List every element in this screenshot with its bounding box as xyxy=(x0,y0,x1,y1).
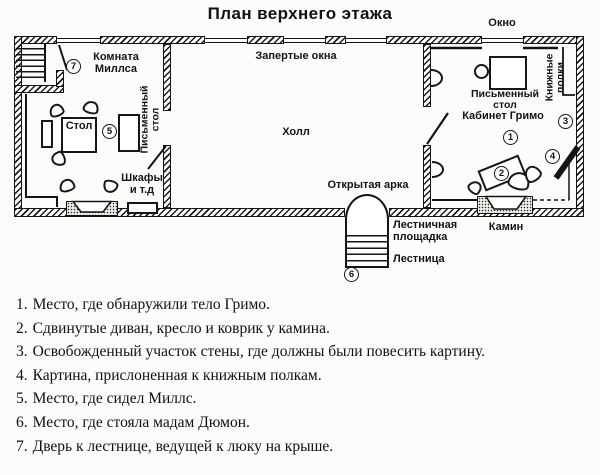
study-desk-chair xyxy=(474,64,489,79)
marker-4-picture: 4 xyxy=(545,149,560,164)
study-fireplace xyxy=(477,196,533,214)
mills-chair-5 xyxy=(101,178,120,195)
label-study: Кабинет Гримо xyxy=(462,110,544,122)
wall-stair-stub xyxy=(56,70,64,87)
door-leaf-study xyxy=(426,112,449,145)
wall-top-6 xyxy=(523,36,584,44)
legend-item-1: 1.Место, где обнаружили тело Гримо. xyxy=(16,296,270,313)
wall-study-lower xyxy=(423,145,431,208)
wall-study-upper xyxy=(423,44,431,107)
leaning-picture xyxy=(553,145,581,180)
label-open-arch: Открытая арка xyxy=(327,179,409,191)
label-landing: Лестничная площадка xyxy=(393,219,458,243)
window-hall-1 xyxy=(205,37,247,43)
wall-mills-upper xyxy=(163,44,171,111)
legend-item-2: 2.Сдвинутые диван, кресло и коврик у кам… xyxy=(16,319,330,337)
wall-stair-enclosure xyxy=(14,85,64,93)
wall-top-5 xyxy=(386,36,482,44)
label-staircase: Лестница xyxy=(393,253,445,265)
window-mills xyxy=(57,37,100,43)
legend-item-3: 3.Освобожденный участок стены, где должн… xyxy=(16,343,486,361)
wall-top-3 xyxy=(247,36,284,44)
window-hall-3 xyxy=(346,37,386,43)
label-table: Стол xyxy=(65,120,93,132)
label-locked-windows: Запертые окна xyxy=(255,50,337,62)
mills-chair-2 xyxy=(81,99,101,116)
label-fireplace: Камин xyxy=(488,221,524,233)
study-wall-seat-upper xyxy=(431,69,443,87)
mills-fireplace xyxy=(66,201,118,216)
legend: 1.Место, где обнаружили тело Гримо. 2.Сд… xyxy=(16,296,594,461)
label-hall: Холл xyxy=(282,126,310,138)
legend-item-5: 5.Место, где сидел Миллс. xyxy=(16,390,197,408)
label-mills-room: Комната Миллса xyxy=(93,51,139,75)
marker-1-grimaud-body: 1 xyxy=(503,130,518,145)
label-window: Окно xyxy=(488,17,516,29)
window-study xyxy=(482,37,523,43)
marker-2-moved-sofa: 2 xyxy=(494,166,509,181)
mills-side-cabinet xyxy=(41,120,53,148)
marker-6-madame-dumont: 6 xyxy=(344,267,359,282)
wall-top-4 xyxy=(325,36,346,44)
marker-7-roof-door: 7 xyxy=(66,59,81,74)
label-bookshelves: Книжные полки xyxy=(543,53,567,102)
open-arch-shape xyxy=(345,194,389,219)
label-study-desk: Письменный стол xyxy=(470,88,539,111)
study-wall-seat-lower xyxy=(432,161,444,178)
mills-chair-4 xyxy=(57,177,77,194)
mills-writing-desk xyxy=(118,114,140,152)
label-mills-desk: Письменный стол xyxy=(138,85,162,154)
roof-staircase xyxy=(16,44,46,82)
marker-5-mills-seat: 5 xyxy=(102,124,117,139)
label-cabinets: Шкафы и т.д xyxy=(121,172,163,196)
stair-steps xyxy=(347,230,387,265)
legend-item-7: 7.Дверь к лестнице, ведущей к люку на кр… xyxy=(16,437,334,455)
window-hall-2 xyxy=(284,37,325,43)
page-title: План верхнего этажа xyxy=(207,4,393,23)
mills-table xyxy=(61,117,97,153)
stair-landing-shaft xyxy=(345,217,389,268)
marker-3-cleared-wall: 3 xyxy=(558,114,573,129)
wall-right xyxy=(576,36,584,217)
wall-bottom-1 xyxy=(14,208,345,217)
study-writing-desk xyxy=(489,56,527,90)
legend-item-6: 6.Место, где стояла мадам Дюмон. xyxy=(16,413,250,431)
cabinets-shape xyxy=(127,202,158,214)
legend-item-4: 4.Картина, прислоненная к книжным полкам… xyxy=(16,366,322,384)
wall-mills-lower xyxy=(163,145,171,208)
wall-top-2 xyxy=(100,36,205,44)
